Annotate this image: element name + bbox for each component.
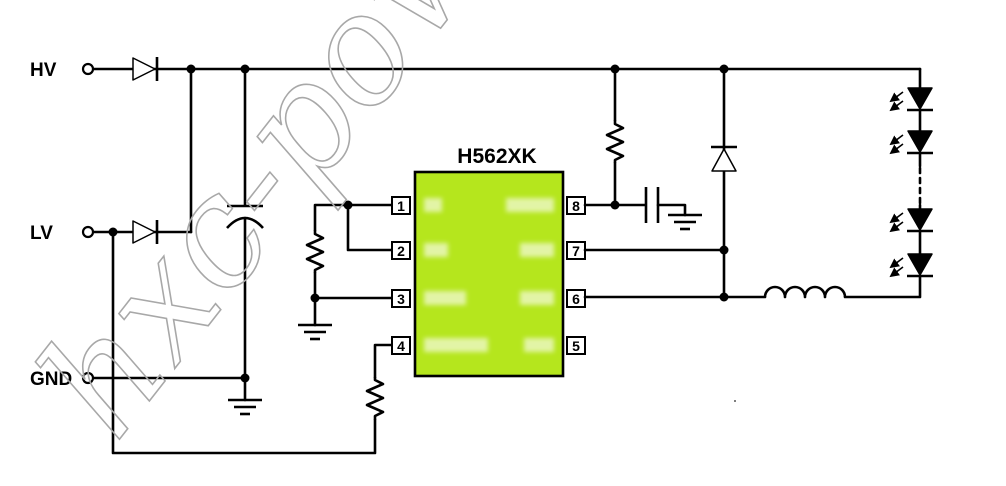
chip-title: H562XK: [457, 145, 536, 168]
junction-dot: [610, 200, 620, 210]
ground-symbol: [668, 213, 702, 231]
gnd-terminal: [81, 371, 95, 385]
pin-3-box: [391, 289, 411, 308]
hv-label: HV: [30, 60, 57, 81]
pin-7-number: 7: [572, 243, 580, 259]
pin-1-box: [391, 196, 411, 215]
pin-6-number: 6: [572, 291, 580, 307]
lv-sense-wire: [111, 230, 377, 455]
inductor-to-led-wire: [843, 274, 922, 299]
led-4: [889, 253, 933, 278]
blurred-pin-label: [424, 338, 488, 352]
ground-symbol: [228, 398, 262, 416]
blurred-pin-label: [424, 198, 442, 212]
led-2: [889, 130, 933, 155]
pin-3-number: 3: [397, 291, 405, 307]
led-1: [889, 87, 933, 112]
freewheel-diode-body: [711, 148, 737, 172]
pin-8-number: 8: [572, 198, 580, 214]
pin-2-number: 2: [397, 243, 405, 259]
pin-2-box: [391, 241, 411, 260]
pin-4-box: [391, 336, 411, 355]
led-3: [889, 208, 933, 233]
pin1-wire: [313, 203, 394, 232]
ground-symbol: [298, 323, 332, 341]
blurred-pin-label: [424, 291, 466, 305]
blurred-pin-label: [520, 291, 554, 305]
rset-resistor: [305, 230, 325, 273]
pin-5-box: [566, 336, 586, 355]
lv-diode-body: [132, 220, 156, 244]
blurred-pin-label: [506, 198, 554, 212]
vdd-capacitor-ground-wire: [656, 203, 687, 217]
hv-diode-body: [132, 57, 156, 81]
lv-label: LV: [30, 223, 53, 244]
junction-dot: [719, 245, 729, 255]
blurred-pin-label: [424, 243, 448, 257]
inductor: [763, 285, 847, 299]
blurred-pin-label: [520, 243, 554, 257]
junction-dot: [719, 292, 729, 302]
hv-terminal: [81, 62, 95, 76]
pin-1-number: 1: [397, 198, 405, 214]
stray-dot: [734, 400, 736, 402]
vdd-resistor: [605, 120, 625, 163]
gnd-label: GND: [30, 369, 72, 390]
pin-5-number: 5: [572, 338, 580, 354]
pin-6-box: [566, 289, 586, 308]
lv-terminal: [81, 225, 95, 239]
pin4-wire: [373, 343, 394, 379]
junction-dot: [310, 293, 320, 303]
blurred-pin-label: [524, 338, 554, 352]
pin4-resistor: [365, 377, 385, 420]
pin-4-number: 4: [397, 338, 405, 354]
pin2-wire: [346, 203, 394, 252]
blurred-pin-labels: [424, 198, 554, 352]
